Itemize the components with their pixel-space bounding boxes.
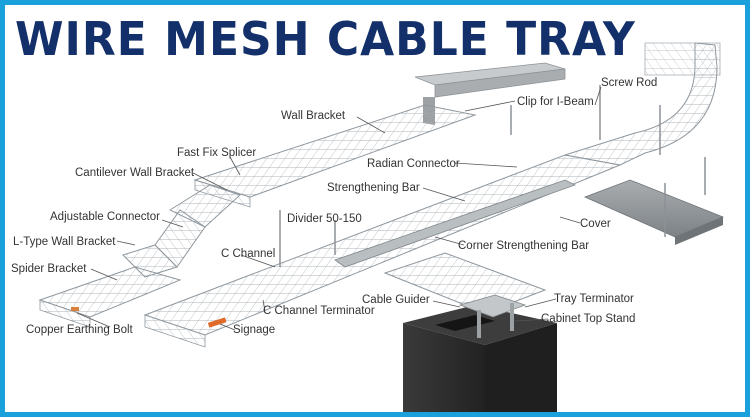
label-screw-rod: Screw Rod: [601, 77, 657, 89]
label-l-type-wall-bracket: L-Type Wall Bracket: [13, 236, 116, 248]
page-title: WIRE MESH CABLE TRAY: [15, 13, 636, 67]
label-cover: Cover: [580, 218, 611, 230]
cable-tray-illustration: Wall Bracket Clip for I-Beam Screw Rod F…: [11, 42, 725, 412]
label-tray-terminator: Tray Terminator: [554, 293, 634, 305]
diagram-panel: Wall Bracket Clip for I-Beam Screw Rod F…: [5, 5, 745, 412]
screw-rods: [279, 85, 706, 267]
label-corner-strengthening-bar: Corner Strengthening Bar: [458, 240, 589, 252]
label-wall-bracket: Wall Bracket: [281, 110, 346, 122]
label-strengthening-bar: Strengthening Bar: [327, 182, 420, 194]
cover-plate: [583, 179, 725, 245]
cabinet-top-stand: [458, 294, 527, 338]
copper-bolt-mark: [71, 307, 79, 311]
curved-tray-right: [564, 42, 721, 166]
label-cable-guider: Cable Guider: [362, 294, 430, 306]
label-c-channel-terminator: C Channel Terminator: [263, 305, 375, 317]
label-spider-bracket: Spider Bracket: [11, 263, 87, 275]
label-radian-connector: Radian Connector: [367, 158, 460, 170]
label-cabinet-top-stand: Cabinet Top Stand: [541, 313, 635, 325]
label-signage: Signage: [233, 324, 275, 336]
vertical-riser-tray: [122, 184, 241, 278]
label-clip-for-i-beam: Clip for I-Beam: [517, 96, 594, 108]
leader-lines: [76, 86, 602, 331]
label-copper-earthing-bolt: Copper Earthing Bolt: [26, 324, 134, 336]
lower-left-tray: [38, 266, 182, 328]
label-c-channel: C Channel: [221, 248, 275, 260]
label-adjustable-connector: Adjustable Connector: [50, 211, 160, 223]
label-cantilever-wall-bracket: Cantilever Wall Bracket: [75, 167, 195, 179]
label-divider: Divider 50-150: [287, 213, 362, 225]
signage-plate: [207, 317, 227, 328]
label-fast-fix-splicer: Fast Fix Splicer: [177, 147, 256, 159]
strengthening-bar: [334, 179, 577, 268]
